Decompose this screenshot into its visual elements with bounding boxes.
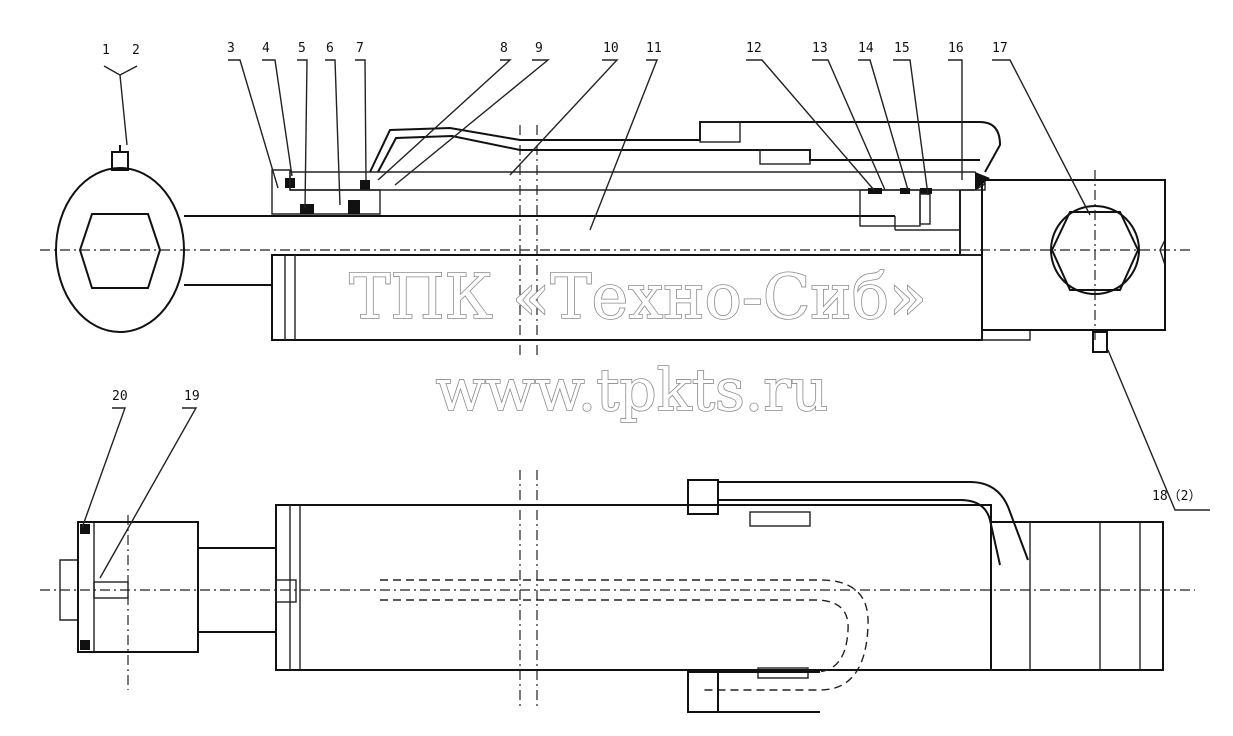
callout-17: 17: [992, 41, 1008, 56]
watermark: ТПК «Техно-Сиб» www.tpkts.ru: [348, 259, 927, 425]
barrel-bottom: [275, 504, 992, 671]
callout-18: 18（2）: [1152, 489, 1201, 504]
rod-head-section: [59, 521, 199, 653]
gland-section: [271, 169, 381, 215]
callout-16: 16: [948, 41, 964, 56]
callout-10: 10: [603, 41, 619, 56]
callout-2: 2: [132, 43, 140, 58]
callout-9: 9: [535, 41, 543, 56]
callout-5: 5: [298, 41, 306, 56]
callout-8: 8: [500, 41, 508, 56]
watermark-company: ТПК «Техно-Сиб»: [349, 260, 927, 333]
callout-19: 19: [184, 389, 200, 404]
callout-12: 12: [746, 41, 762, 56]
watermark-site: www.tpkts.ru: [436, 356, 829, 424]
callout-7: 7: [356, 41, 364, 56]
callout-3: 3: [227, 41, 235, 56]
leader-19: [99, 407, 198, 579]
callout-labels: 1 2 3 4 5 6 7 8 9 10 11 12 13 14 15 16 1…: [102, 41, 1201, 504]
piston: [859, 188, 960, 231]
callout-1: 1: [102, 43, 110, 58]
callout-20: 20: [112, 389, 128, 404]
u-tube: [380, 579, 869, 713]
callout-4: 4: [262, 41, 270, 56]
cap-end-bottom: [990, 521, 1164, 671]
rear-tube-bottom: [687, 479, 1029, 566]
callout-6: 6: [326, 41, 334, 56]
callout-11: 11: [646, 41, 662, 56]
rod-eye: [55, 145, 185, 333]
oil-tube-top: [369, 121, 1002, 173]
leader-20: [81, 407, 126, 529]
piston-rod: [184, 215, 895, 286]
barrel-wall-section: [289, 171, 990, 191]
callout-15: 15: [894, 41, 910, 56]
callout-13: 13: [812, 41, 828, 56]
bottom-view: [40, 407, 1195, 713]
callout-leaders-top: [103, 59, 1210, 511]
callout-14: 14: [858, 41, 874, 56]
cap-end: [959, 170, 1166, 353]
top-view: [40, 59, 1210, 511]
